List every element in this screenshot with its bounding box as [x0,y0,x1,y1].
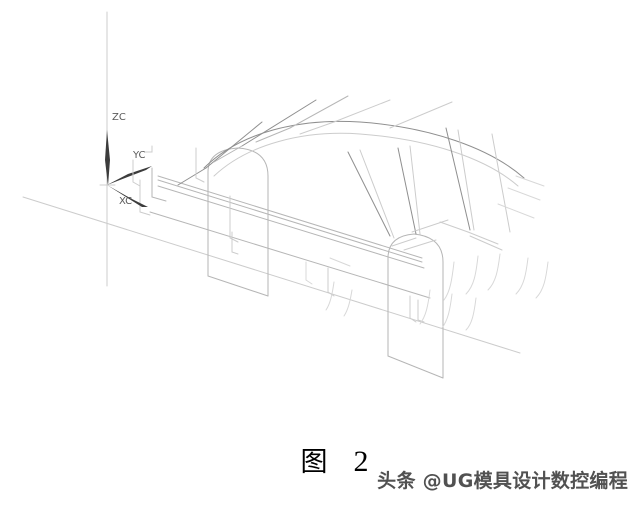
normal-hair [177,167,207,186]
normal-hair [347,151,391,237]
normal-hair [469,235,503,251]
normal-hair [467,231,499,245]
hook-curve [343,289,353,317]
normal-hair [241,99,317,147]
normal-hair [439,221,469,233]
xc-axis-label: XC [119,196,133,207]
cad-wireframe-viewport[interactable]: .ln { fill:none; stroke:#b6b6b6; stroke-… [0,0,640,506]
tail-hook-curves-group [325,253,549,331]
normal-hair [333,99,391,123]
roof-profile-group [203,120,525,187]
body-rails-group [149,175,431,299]
horizontal-datum-line [22,196,521,354]
normal-hair [299,121,335,135]
csys-triad-group[interactable] [99,130,152,207]
normal-hair [411,219,449,233]
rib-front-outline [207,147,269,297]
rail-upper-a [157,175,423,259]
rail-lower [149,211,431,299]
normal-hair [205,121,263,169]
rib-rear-bottom-edge [387,355,444,379]
triad-mark [195,147,205,183]
triad-construction-marks [132,145,205,187]
rail-tick [327,267,335,297]
triad-mark [144,145,153,153]
hook-curve [487,253,501,291]
hook-curve [535,261,549,299]
figure-caption-number: 2 [353,445,369,478]
rib-front-inner-tick-2 [231,231,239,255]
normal-hair [389,101,453,129]
figure-container: .ln { fill:none; stroke:#b6b6b6; stroke-… [0,0,640,506]
figure-caption-label: 图 [300,447,328,478]
rail-upper-b [157,179,423,263]
triad-mark [132,159,141,187]
normal-hair [409,145,421,235]
normal-hair [491,133,511,233]
surface-normal-hairs-group [177,95,511,251]
zc-axis-arrow [105,130,110,186]
rib-section-rear [387,233,444,379]
tail-fade-lines-group [329,175,545,267]
rib-rear-inner-tick [409,295,417,323]
tail-fade-line [497,203,535,219]
rib-front-bottom-edge [207,275,269,297]
hook-curve [465,297,477,331]
hook-curve [515,257,529,295]
normal-hair [403,239,437,251]
rail-tick-marks-group [305,261,335,297]
rib-section-front [207,147,269,297]
datum-lines-group [22,11,521,354]
yc-axis-label: YC [133,150,146,161]
hook-curve [419,289,431,325]
hook-curve [443,261,455,301]
rib-rear-outline [387,233,444,379]
normal-hair [255,127,291,143]
roof-profile-spline-offset [213,132,519,187]
hook-curve [441,293,453,329]
normal-hair [457,129,475,231]
normal-hair [391,237,417,247]
rib-front-inner-tick [229,195,239,243]
zc-axis-label: ZC [112,112,126,123]
normal-hair [397,147,417,235]
bracket-marker-left-upper [151,167,167,202]
normal-hair [445,127,471,231]
tail-fade-line [515,175,545,187]
rail-middle [157,185,425,269]
hook-curve [325,281,335,311]
tail-fade-line [329,257,351,267]
bracket-marker-left-lower [139,179,151,216]
yc-axis-arrow [107,166,152,185]
source-watermark: 头条 @UG模具设计数控编程 [377,470,628,492]
tail-fade-line [507,187,541,201]
normal-hair [289,95,349,129]
normal-hair [213,145,243,163]
rail-tick [305,261,313,285]
rail-end-bracket-group [139,167,167,216]
normal-hair [359,149,395,239]
roof-profile-spline [203,120,525,179]
hook-curve [465,255,479,295]
